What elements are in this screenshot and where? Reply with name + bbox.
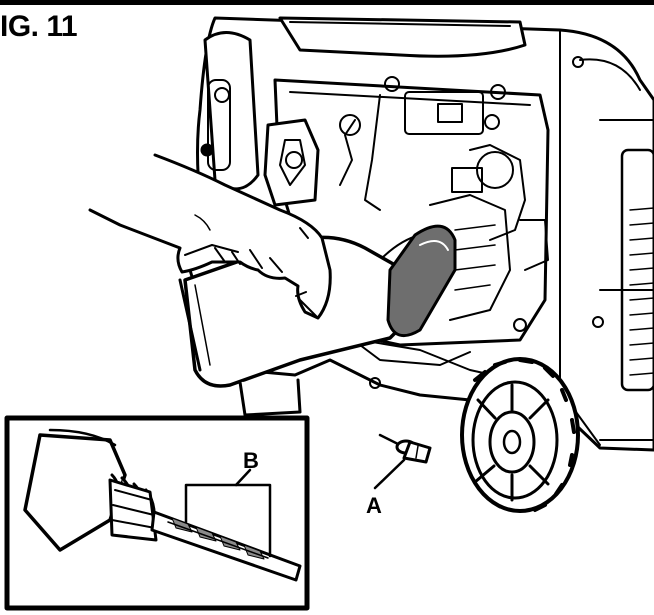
dipstick-inset	[4, 415, 310, 611]
oil-bottle	[178, 224, 457, 417]
header-rule	[0, 0, 654, 5]
figure-title: IG. 11	[0, 10, 78, 43]
wheel	[460, 357, 580, 513]
hand	[88, 153, 332, 320]
oil-plug-icon	[373, 433, 432, 490]
callout-a-label: A	[366, 493, 382, 518]
callout-b-label: B	[243, 448, 259, 473]
